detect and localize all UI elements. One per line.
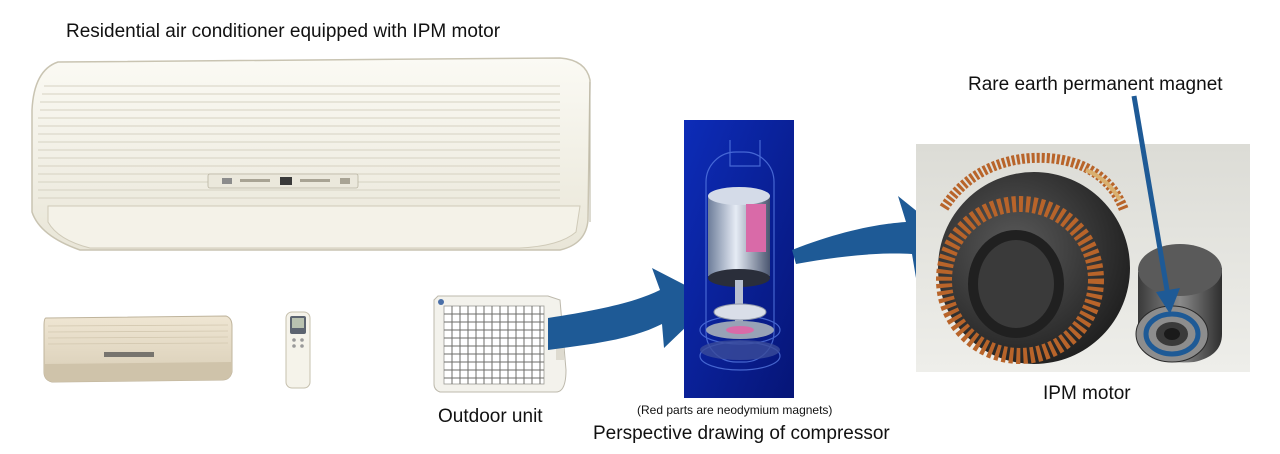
compressor-icon	[684, 120, 794, 398]
compressor-note-label: (Red parts are neodymium magnets)	[637, 403, 833, 417]
air-conditioner-indoor-icon	[31, 57, 591, 251]
ac-title-label: Residential air conditioner equipped wit…	[66, 21, 501, 42]
outdoor-unit-icon	[433, 295, 567, 393]
magnet-pointer-arrow	[1131, 95, 1180, 314]
outdoor-unit-label: Outdoor unit	[438, 406, 543, 427]
magnet-label: Rare earth permanent magnet	[968, 74, 1223, 95]
ipm-motor-photo	[916, 144, 1250, 372]
arrow-icon	[548, 268, 714, 350]
ipm-motor-label: IPM motor	[1043, 383, 1131, 404]
stator-icon	[936, 152, 1130, 364]
rotor-icon	[1135, 244, 1222, 363]
compressor-title-label: Perspective drawing of compressor	[593, 423, 890, 444]
air-conditioner-small-icon	[43, 315, 233, 383]
magnet-highlight-circle	[1143, 311, 1201, 357]
remote-control-icon	[285, 311, 311, 389]
arrow-icon	[792, 196, 950, 278]
